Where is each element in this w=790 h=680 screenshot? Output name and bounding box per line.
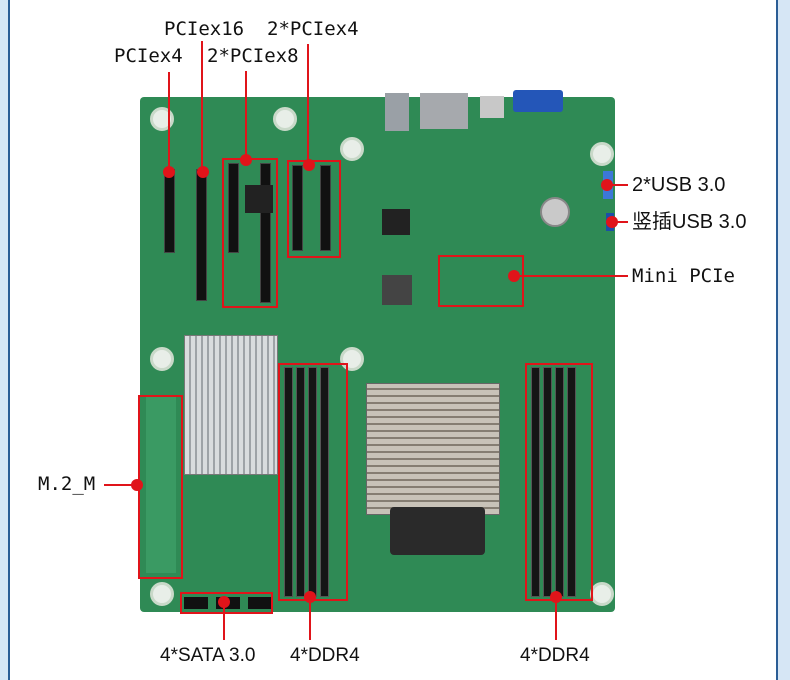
dimm-slot [320,367,329,597]
callout-line [201,41,203,172]
callout-dot [218,596,230,608]
label-pcie-x4: PCIex4 [114,45,183,67]
callout-dot [606,216,618,228]
callout-line [605,184,628,186]
label-ddr4-left: 4*DDR4 [290,645,360,666]
mount-hole [150,347,174,371]
mini-pcie-callout-box [438,255,524,307]
chipset-heatsink [184,335,278,475]
pcie-x4-slot [164,169,175,253]
pcie-x4-pair-callout-box [287,160,341,258]
callout-dot [163,166,175,178]
label-pcie-x4-pair: 2*PCIex4 [267,18,359,40]
chip [382,275,412,305]
sata-callout-box [180,592,273,614]
label-pcie-x8-pair: 2*PCIex8 [207,45,299,67]
mount-hole [150,582,174,606]
callout-dot [303,159,315,171]
pcie-x8-slot [228,163,239,253]
usb-port [480,96,504,118]
label-sata: 4*SATA 3.0 [160,645,256,666]
mount-hole [150,107,174,131]
motherboard-image [140,97,615,612]
callout-line [168,72,170,172]
ethernet-port [385,93,409,131]
dimm-slot [296,367,305,597]
callout-line [514,275,628,277]
mount-hole [590,142,614,166]
dimm-slot [531,367,540,597]
callout-dot [601,179,613,191]
ddr4-left-callout-box [278,363,348,601]
label-usb-header: 2*USB 3.0 [632,174,726,196]
m2-callout-box [138,395,183,579]
sata-port [184,597,208,609]
callout-dot [197,166,209,178]
label-m2: M.2_M [38,473,96,495]
callout-line [555,597,557,640]
dimm-slot [284,367,293,597]
callout-dot [508,270,520,282]
cmos-battery [540,197,570,227]
callout-line [104,484,138,486]
sata-port [248,597,272,609]
mount-hole [273,107,297,131]
ddr4-right-callout-box [525,363,593,601]
callout-dot [240,154,252,166]
mount-hole [340,347,364,371]
pcie-x8-callout-box [222,158,278,308]
mount-hole [590,582,614,606]
pcie-x16-slot [196,169,207,301]
right-frame-border [776,0,790,680]
cpu-fan [390,507,485,555]
mount-hole [340,137,364,161]
left-frame-border [0,0,10,680]
callout-dot [131,479,143,491]
cpu-heatsink [366,383,500,515]
chip [245,185,273,213]
ethernet-port [420,93,468,129]
callout-line [309,597,311,640]
vga-port [513,90,563,112]
label-mini-pcie: Mini PCIe [632,265,735,287]
label-ddr4-right: 4*DDR4 [520,645,590,666]
pcie-x4-slot [320,165,331,251]
callout-dot [304,591,316,603]
callout-line [245,71,247,160]
label-pcie-x16: PCIex16 [164,18,245,40]
pcie-x4-slot [292,165,303,251]
dimm-slot [543,367,552,597]
chip [382,209,410,235]
dimm-slot [567,367,576,597]
callout-dot [550,591,562,603]
callout-line [223,602,225,640]
callout-line [307,44,309,165]
callout-line [612,221,628,223]
m2-slot-area [146,397,176,573]
pcie-x8-slot [260,163,271,303]
label-vertical-usb: 竖插USB 3.0 [632,211,747,233]
